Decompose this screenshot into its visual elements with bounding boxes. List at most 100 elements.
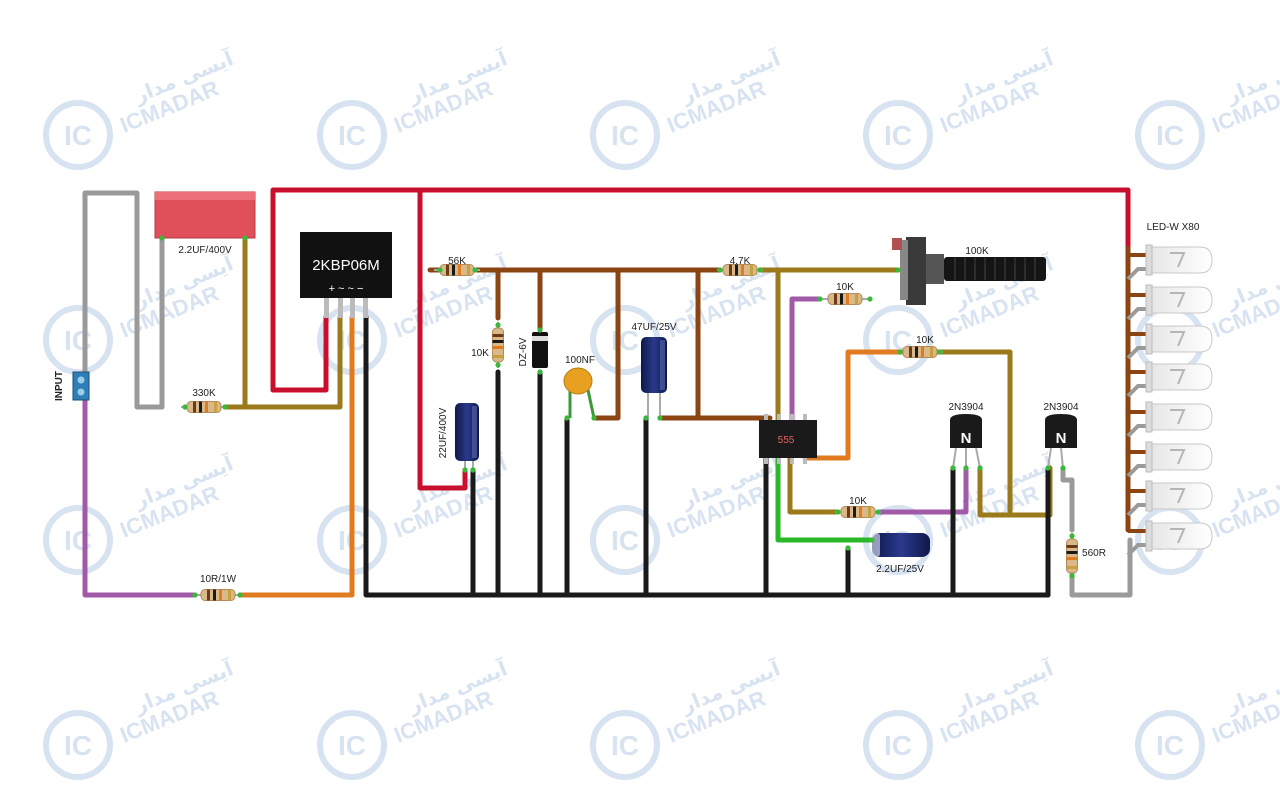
svg-text:IC: IC <box>1156 120 1184 151</box>
electrolytic-22uf: 22UF/400V <box>438 403 479 470</box>
svg-text:IC: IC <box>611 730 639 761</box>
purple-wire-q1-base <box>877 465 969 515</box>
cap2u2-label: 2.2UF/25V <box>876 564 924 575</box>
x-capacitor: 2.2UF/400V <box>154 191 256 256</box>
pin-dot <box>495 362 501 368</box>
orange-wire-555-out <box>802 349 908 461</box>
pin-dot <box>950 465 956 471</box>
r10k-div-label: 10K <box>471 348 489 359</box>
white-led <box>1145 323 1213 355</box>
white-led <box>1145 361 1213 393</box>
pin-dot <box>222 404 228 410</box>
pin-dot <box>159 235 165 241</box>
pin-dot <box>835 509 841 515</box>
ic555-label: 555 <box>778 435 795 446</box>
cap47uf-label: 47UF/25V <box>631 322 676 333</box>
pin-dot <box>977 465 983 471</box>
svg-text:IC: IC <box>884 120 912 151</box>
led-array <box>1145 244 1213 552</box>
pin-dot <box>1069 533 1075 539</box>
orange-wire-10r <box>237 314 355 598</box>
svg-text:IC: IC <box>64 325 92 356</box>
zener-diode: DZ-6V <box>518 332 548 368</box>
pin-dot <box>564 415 570 421</box>
svg-text:IC: IC <box>1156 730 1184 761</box>
resistors <box>181 264 1078 601</box>
pin-dot <box>643 415 649 421</box>
pin-dot <box>895 267 901 273</box>
r4k7-label: 4.7K <box>730 256 751 267</box>
pin-dot <box>462 467 468 473</box>
connection-pins <box>159 235 1075 598</box>
electrolytic-47uf: 47UF/25V <box>631 322 677 418</box>
potentiometer: 100K <box>892 237 1046 305</box>
svg-text:IC: IC <box>64 120 92 151</box>
pin-dot <box>437 267 443 273</box>
q2-label: 2N3904 <box>1043 402 1078 413</box>
gray-wire-input <box>82 190 165 410</box>
pin-dot <box>869 537 875 543</box>
r10k-div-resistor <box>492 322 504 368</box>
transistor-q2: N 2N3904 <box>1043 402 1079 469</box>
gray-wire-q2-emitter <box>1060 465 1075 533</box>
r10k-pot-resistor <box>822 293 868 305</box>
svg-text:IC: IC <box>338 730 366 761</box>
pin-dot <box>875 509 881 515</box>
pot-label: 100K <box>965 246 989 257</box>
purple-wire-input <box>82 392 198 598</box>
r10k-bot-label: 10K <box>849 496 867 507</box>
wires <box>82 187 1133 598</box>
white-led <box>1145 520 1213 552</box>
white-led <box>1145 480 1213 512</box>
pin-dot <box>1069 573 1075 579</box>
white-led <box>1145 401 1213 433</box>
pin-dot <box>937 349 943 355</box>
q1-mark: N <box>961 430 972 447</box>
pin-dot <box>192 592 198 598</box>
zener-label: DZ-6V <box>518 337 529 366</box>
red-wire-22uf <box>417 187 468 491</box>
black-wire-ground <box>363 314 1051 598</box>
r560-resistor <box>1066 533 1078 579</box>
pin-dot <box>1045 465 1051 471</box>
ic-555: 555 <box>759 414 817 464</box>
svg-text:IC: IC <box>64 730 92 761</box>
input-terminal: INPUT <box>54 371 90 401</box>
pin-dot <box>897 349 903 355</box>
pin-dot <box>537 327 543 333</box>
svg-text:IC: IC <box>884 730 912 761</box>
pin-dot <box>717 267 723 273</box>
olive-wire-555-10k <box>787 455 841 515</box>
svg-text:IC: IC <box>611 120 639 151</box>
r4k7-resistor <box>717 264 763 276</box>
pin-dot <box>817 296 823 302</box>
pin-dot <box>182 404 188 410</box>
svg-text:IC: IC <box>338 120 366 151</box>
pin-dot <box>242 235 248 241</box>
input-label: INPUT <box>54 371 65 401</box>
resistor-labels: 330K 10R/1W 56K 10K 4.7K 10K 10K 10K 560… <box>192 256 1106 585</box>
pin-dot <box>963 465 969 471</box>
r10k-mid-resistor <box>897 346 943 358</box>
r560-label: 560R <box>1082 548 1106 559</box>
pin-dot <box>757 267 763 273</box>
ceramic-capacitor: 100NF <box>563 355 596 419</box>
pin-dot <box>537 369 543 375</box>
leds-label: LED-W X80 <box>1147 222 1200 233</box>
r330k-label: 330K <box>192 388 216 399</box>
pin-dot <box>237 592 243 598</box>
x-capacitor-label: 2.2UF/400V <box>178 245 232 256</box>
purple-wire-pot <box>789 296 823 423</box>
r330k-resistor <box>181 401 227 413</box>
